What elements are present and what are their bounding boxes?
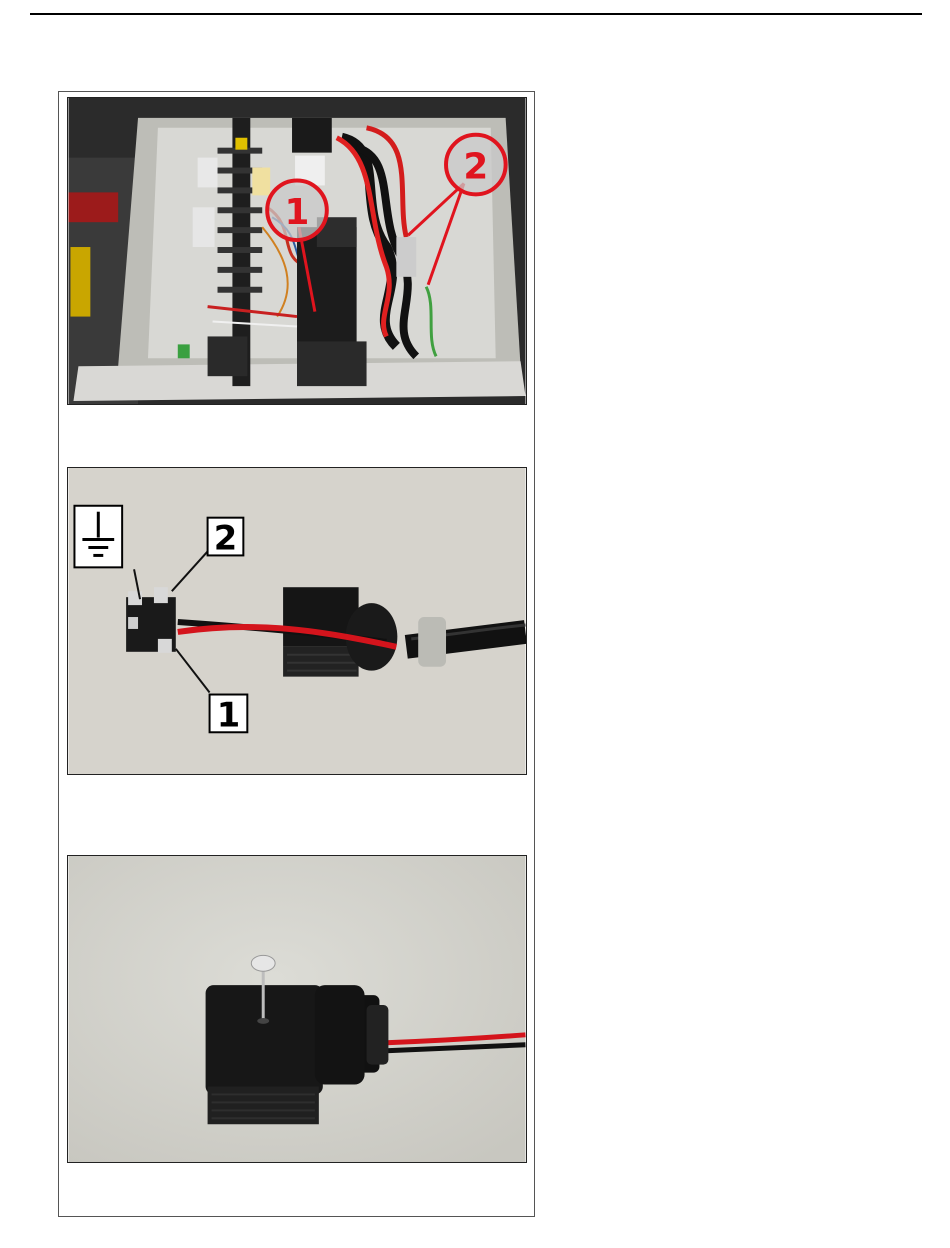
callout-1-label: 1 (217, 695, 241, 734)
figure-3-assembled-connector-photo (67, 855, 527, 1163)
figure-2-connector-wiring-photo: 2 1 (67, 467, 527, 775)
figure-1-control-box-photo: 1 2 (67, 97, 527, 405)
header-rule (30, 13, 922, 15)
callout-1-label: 1 (285, 192, 310, 233)
callout-2-label: 2 (463, 146, 488, 187)
callout-2-label: 2 (214, 518, 238, 557)
